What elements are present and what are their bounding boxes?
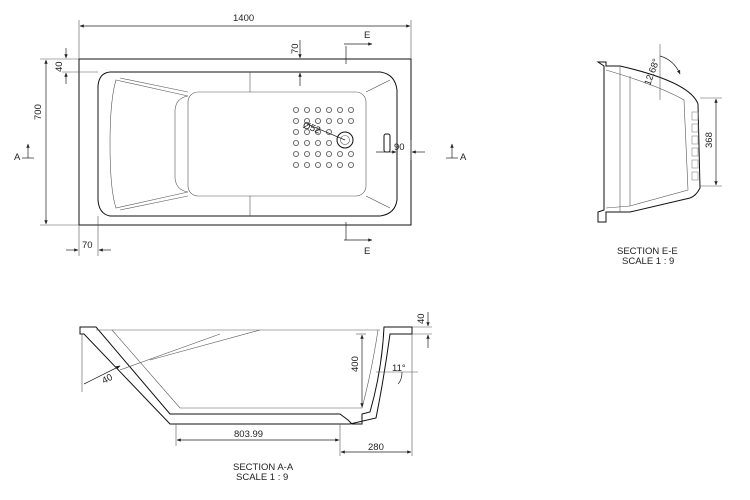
anti-slip-dot	[347, 161, 354, 168]
dimension-drain-offset-label: 90	[394, 142, 405, 153]
overflow-slot	[383, 133, 391, 153]
section-a-foot-offset-label: 280	[368, 442, 384, 453]
basin-floor	[187, 91, 367, 197]
dimension-inner-left-label: 70	[82, 240, 93, 251]
section-a-scale: SCALE 1 : 9	[236, 472, 288, 483]
anti-slip-dot	[314, 107, 321, 114]
section-e-height-label: 368	[704, 132, 715, 148]
dimension-depth-label: 700	[33, 104, 44, 120]
anti-slip-dot	[292, 139, 299, 146]
anti-slip-dot	[292, 128, 299, 135]
anti-slip-dot	[347, 118, 354, 125]
anti-slip-dot	[325, 107, 332, 114]
anti-slip-dot	[325, 118, 332, 125]
anti-slip-dot	[303, 139, 310, 146]
bathtub-inner-basin	[97, 71, 398, 217]
section-a-rim-label: 40	[416, 313, 427, 324]
anti-slip-dot	[314, 150, 321, 157]
section-e-marker-top: E	[364, 30, 370, 41]
anti-slip-dot	[303, 128, 310, 135]
anti-slip-dot	[325, 161, 332, 168]
section-a-radius-label: 40	[100, 372, 115, 387]
backrest-panel	[109, 79, 189, 209]
section-e-marker-bottom: E	[364, 246, 370, 257]
anti-slip-dot	[303, 150, 310, 157]
anti-slip-dots	[292, 107, 354, 168]
anti-slip-dot	[303, 161, 310, 168]
anti-slip-dot	[336, 107, 343, 114]
anti-slip-dot	[314, 128, 321, 135]
dimension-inner-top-label: 70	[290, 43, 301, 54]
anti-slip-dot	[336, 118, 343, 125]
anti-slip-dot	[347, 150, 354, 157]
plan-view: Ø52 1400 700 40 70 70 90 A	[14, 13, 467, 257]
anti-slip-dot	[325, 139, 332, 146]
section-a-angle-label: 11°	[392, 363, 406, 374]
anti-slip-dot	[292, 107, 299, 114]
section-e-scale: SCALE 1 : 9	[622, 256, 674, 267]
section-a-view: 40 400 11° 40 803.99 280 SECTION A-A SCA…	[79, 312, 432, 483]
dimension-width-label: 1400	[233, 13, 254, 24]
dimension-rim-label: 40	[54, 61, 65, 72]
anti-slip-dot	[314, 118, 321, 125]
drain-outlet	[336, 131, 354, 149]
section-e-angle-label: 12.68°	[642, 57, 662, 87]
section-a-marker-left: A	[14, 152, 21, 163]
anti-slip-dot	[314, 139, 321, 146]
anti-slip-dot	[347, 107, 354, 114]
anti-slip-dot	[292, 118, 299, 125]
section-e-title: SECTION E-E	[617, 246, 678, 257]
section-a-marker-right: A	[460, 152, 467, 163]
anti-slip-dot	[314, 161, 321, 168]
section-e-profile	[596, 61, 701, 223]
anti-slip-dot	[292, 150, 299, 157]
anti-slip-dot	[303, 118, 310, 125]
section-a-depth-label: 400	[350, 356, 361, 372]
anti-slip-dot	[292, 161, 299, 168]
anti-slip-dot	[303, 107, 310, 114]
section-a-title: SECTION A-A	[233, 462, 294, 473]
section-e-view: 12.68° 368 SECTION E-E SCALE 1 : 9	[596, 44, 722, 267]
section-a-bottom-length-label: 803.99	[234, 429, 263, 440]
anti-slip-dot	[336, 150, 343, 157]
bathtub-outer-rim	[78, 58, 412, 226]
section-a-profile	[79, 326, 413, 425]
anti-slip-dot	[325, 150, 332, 157]
anti-slip-dot	[336, 161, 343, 168]
